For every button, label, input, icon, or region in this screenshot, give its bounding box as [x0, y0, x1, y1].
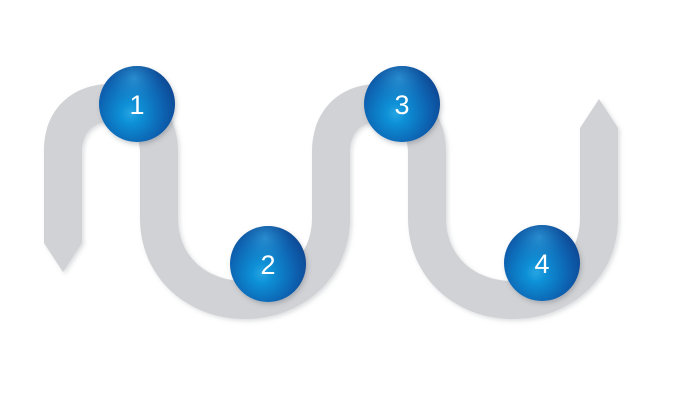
- process-node-3[interactable]: 3: [364, 66, 440, 142]
- ribbon-end-cap-chevron-up: [580, 99, 618, 128]
- process-node-2[interactable]: 2: [230, 226, 306, 302]
- node-1-sheen: [99, 66, 175, 142]
- node-3-label: 3: [394, 90, 409, 120]
- process-node-4[interactable]: 4: [504, 225, 580, 301]
- process-path-ribbon: [44, 84, 618, 319]
- node-1-label: 1: [129, 90, 144, 120]
- ribbon-band: [44, 84, 618, 319]
- node-3-sheen: [364, 66, 440, 142]
- node-4-sheen: [504, 225, 580, 301]
- ribbon-start-cap-chevron-down: [44, 243, 82, 272]
- node-2-sheen: [230, 226, 306, 302]
- node-4-label: 4: [534, 249, 549, 279]
- process-node-1[interactable]: 1: [99, 66, 175, 142]
- node-2-label: 2: [260, 250, 275, 280]
